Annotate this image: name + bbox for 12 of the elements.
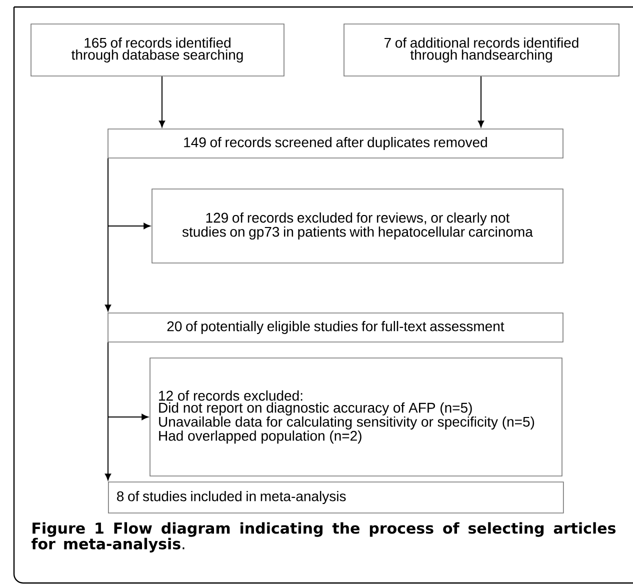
excluded-box: 12 of records excluded: Did not report on diagnostic accuracy of AFP (n=5) Unavailable data for calculating sensitivity or specificity (n=5) Had overlapped population (n=2) [150, 358, 562, 476]
arrow [158, 76, 166, 128]
process-box: 165 of records identified through database searching [30, 24, 284, 76]
process-box: 129 of records excluded for reviews, or clearly not studies on gp73 in patients with hepatocellular carcinoma [152, 188, 564, 264]
arrow [104, 342, 112, 480]
arrow [478, 76, 484, 128]
process-box: 8 of studies included in meta-analysis [108, 482, 564, 514]
process-box: 149 of records screened after duplicates removed [108, 128, 564, 158]
arrow [104, 158, 112, 312]
process-box: 20 of potentially eligible studies for full-text assessment [108, 312, 564, 342]
figure-caption: Figure 1 Flow diagram indicating the process of selecting articles for meta-analysis. [32, 522, 616, 552]
process-box: 7 of additional records identified through handsearching [344, 24, 620, 76]
